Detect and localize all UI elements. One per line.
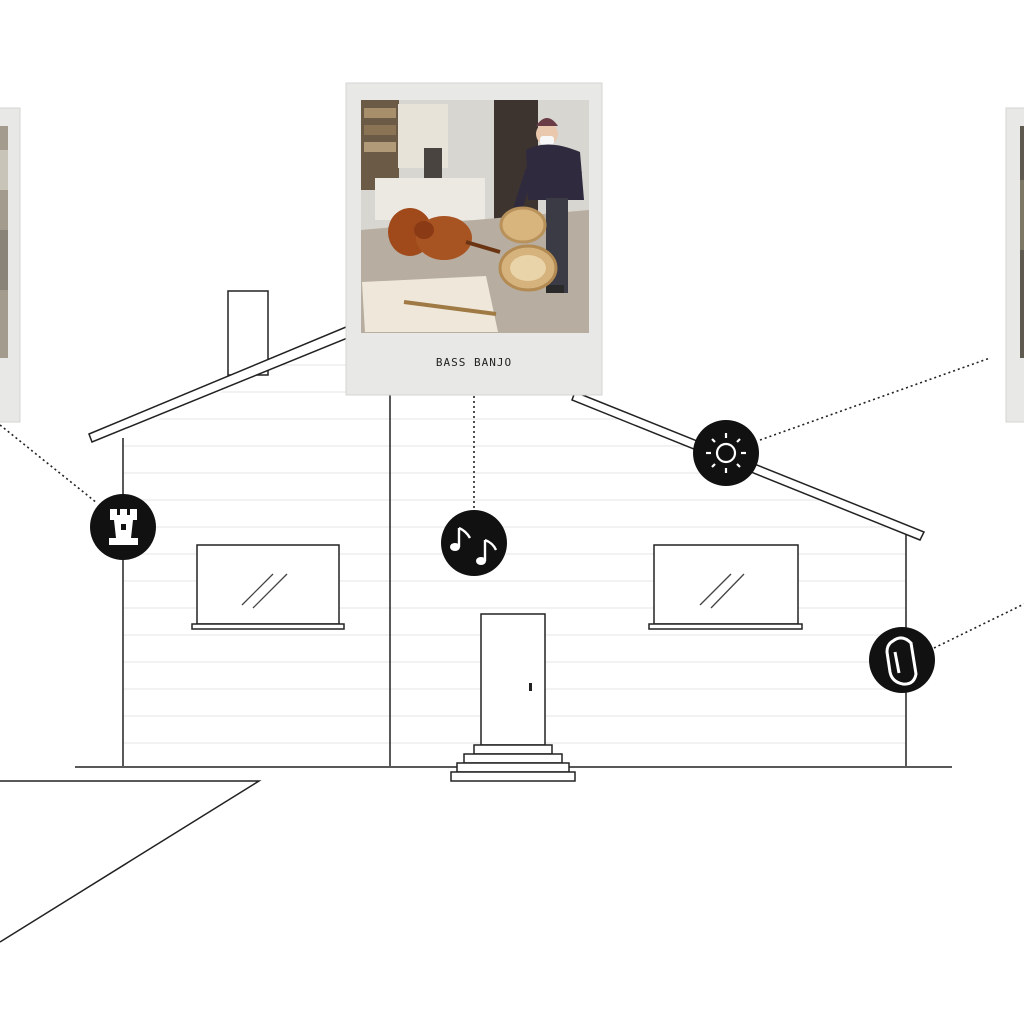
front-door [480, 613, 546, 746]
window-left [191, 544, 345, 630]
window-right [648, 544, 803, 630]
connector-lines [0, 357, 1024, 649]
rook-icon [109, 509, 138, 545]
polaroid-center-caption: BASS BANJO [436, 356, 512, 369]
carabiner-hotspot[interactable] [869, 627, 935, 693]
front-steps [450, 744, 576, 782]
bass-banjo-photo [361, 100, 589, 333]
polaroid-center[interactable]: BASS BANJO [345, 82, 603, 396]
castle-hotspot[interactable] [90, 494, 156, 560]
music-hotspot[interactable] [441, 510, 507, 576]
polaroid-left[interactable] [0, 107, 21, 423]
chimney [227, 290, 269, 376]
sun-hotspot[interactable] [693, 420, 759, 486]
polaroid-right[interactable] [1005, 107, 1024, 423]
music-notes-icon [450, 526, 498, 565]
path-outline [0, 780, 262, 943]
carabiner-icon [885, 636, 918, 686]
sun-icon [706, 433, 746, 473]
